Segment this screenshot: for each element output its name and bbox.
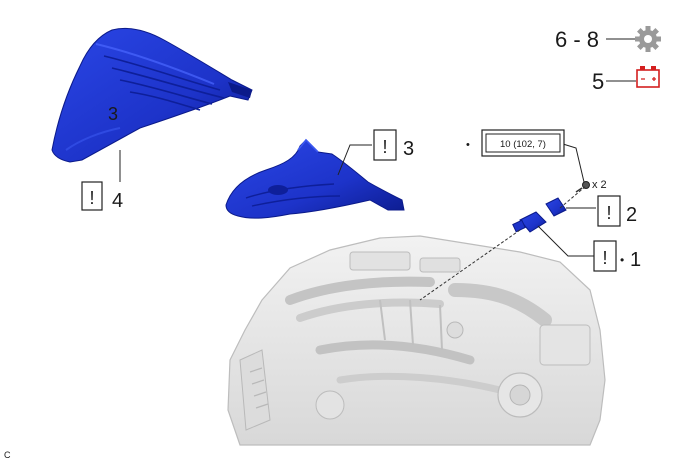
step-5-label: 5 (592, 69, 604, 94)
svg-text:!: ! (602, 248, 607, 268)
part-4-mark: 3 (108, 104, 118, 124)
caution-icon (373, 129, 397, 161)
engine-cover-part-4 (51, 27, 253, 163)
caution-callout-3: ! 3 (373, 129, 414, 161)
callout-bullet: • (620, 253, 624, 267)
install-path-line (419, 229, 521, 301)
battery-icon (636, 66, 660, 88)
caution-icon (81, 181, 103, 211)
bolt-quantity: x 2 (592, 179, 607, 191)
caution-callout-4: ! 4 (81, 181, 123, 212)
callout-number-3: 3 (403, 138, 414, 160)
engine-assembly (227, 235, 606, 446)
torque-bullet: • (466, 139, 470, 151)
leader-part-1 (537, 225, 594, 257)
procedure-step-5: 5 (592, 66, 660, 94)
callout-number-4: 4 (112, 190, 123, 212)
figure-code: C (4, 450, 11, 460)
svg-text:!: ! (382, 137, 387, 157)
svg-text:!: ! (89, 188, 94, 208)
bolt-path-line (559, 185, 587, 209)
procedure-range-6-8: 6 - 8 (555, 26, 661, 52)
engine-cover-part-3 (225, 138, 405, 219)
callout-number-2: 2 (626, 204, 637, 226)
caution-icon (593, 240, 617, 272)
range-label: 6 - 8 (555, 27, 599, 52)
caution-callout-2: ! 2 (597, 195, 637, 227)
leader-torque (562, 143, 585, 183)
sensor-part-1 (512, 211, 547, 233)
caution-icon (597, 195, 621, 227)
connector-part-2 (545, 197, 567, 217)
gear-icon (635, 26, 661, 52)
torque-value: 10 (102, 7) (500, 139, 546, 150)
caution-callout-1: ! • 1 (593, 240, 641, 272)
torque-spec: 10 (102, 7) (481, 129, 565, 157)
leader-part-3 (337, 144, 372, 176)
callout-number-1: 1 (630, 249, 641, 271)
bolt (575, 181, 590, 193)
svg-text:!: ! (606, 203, 611, 223)
